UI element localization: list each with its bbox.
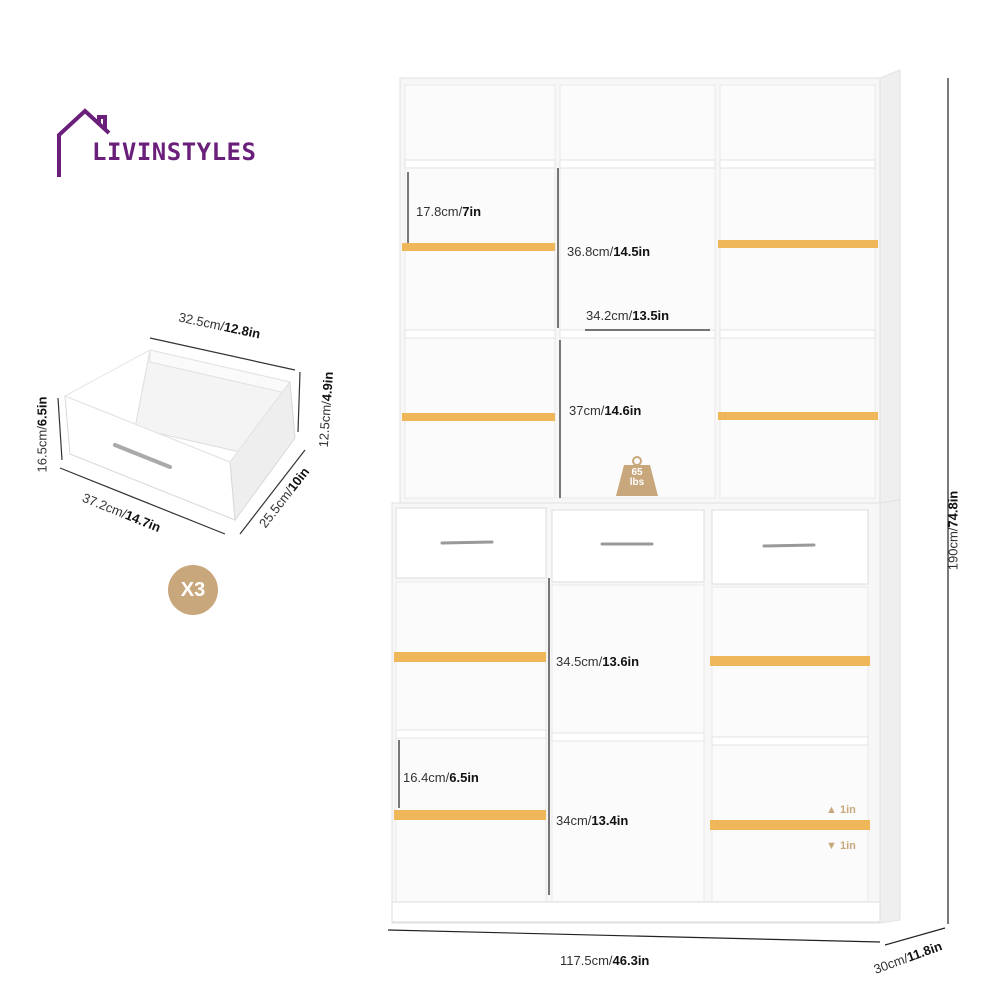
quantity-badge: X3 bbox=[168, 565, 218, 615]
total-width-label: 117.5cm/46.3in bbox=[560, 953, 650, 968]
lower-height-label: 34.5cm/13.6in bbox=[556, 654, 640, 669]
gap-top-label: 17.8cm/7in bbox=[416, 204, 482, 219]
house-outline-icon bbox=[57, 108, 111, 177]
upper-height-label: 36.8cm/14.5in bbox=[567, 244, 651, 259]
bookshelf-illustration bbox=[387, 69, 949, 946]
drawer-illustration bbox=[57, 337, 306, 535]
inner-width-label: 34.2cm/13.5in bbox=[586, 308, 670, 323]
weight-capacity-icon bbox=[616, 456, 658, 496]
total-height-label: 190cm/74.8in bbox=[945, 490, 961, 571]
mid-height-label: 37cm/14.6in bbox=[569, 403, 642, 418]
adjust-down-label: ▼ 1in bbox=[826, 840, 856, 852]
drawer-height-label: 16.5cm/6.5in bbox=[34, 396, 50, 473]
adjust-up-label: ▲ 1in bbox=[826, 804, 856, 816]
gap-low-label: 16.4cm/6.5in bbox=[403, 770, 479, 785]
brand-logo-text: LIVINSTYLES bbox=[92, 138, 257, 166]
bottom-height-label: 34cm/13.4in bbox=[556, 813, 629, 828]
